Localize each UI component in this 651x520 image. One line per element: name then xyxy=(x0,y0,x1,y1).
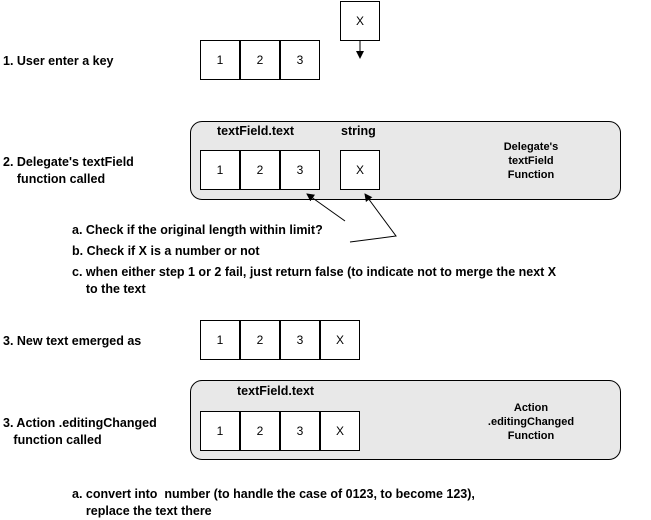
delegate-string-title: string xyxy=(341,124,376,138)
step2-cell-2: 2 xyxy=(240,150,280,190)
step4-cell-4: X xyxy=(320,411,360,451)
step4-note-a: a. convert into number (to handle the ca… xyxy=(72,487,475,518)
step1-cell-2: 2 xyxy=(240,40,280,80)
step4-cell-2: 2 xyxy=(240,411,280,451)
step2-cell-3: 3 xyxy=(280,150,320,190)
entered-key-box: X xyxy=(340,1,380,41)
delegate-function-name: Delegate's textField Function xyxy=(503,141,559,181)
step2-note-c: c. when either step 1 or 2 fail, just re… xyxy=(72,265,557,296)
step3-cell-3: 3 xyxy=(280,320,320,360)
step2-string-cell: X xyxy=(340,150,380,190)
step3-cell-4: X xyxy=(320,320,360,360)
length-check-arrow xyxy=(306,193,346,222)
step3-cell-2: 2 xyxy=(240,320,280,360)
step2-cell-1: 1 xyxy=(200,150,240,190)
step1-label: 1. User enter a key xyxy=(3,54,114,68)
step1-cell-3: 3 xyxy=(280,40,320,80)
action-function-name: Action .editingChanged Function xyxy=(487,402,575,442)
step1-cell-1: 1 xyxy=(200,40,240,80)
delegate-field-title: textField.text xyxy=(217,124,295,138)
step3-cell-1: 1 xyxy=(200,320,240,360)
step3-label: 3. New text emerged as xyxy=(3,334,142,348)
number-check-arrow xyxy=(349,193,397,243)
step4-label: 3. Action .editingChanged function calle… xyxy=(3,416,157,447)
action-field-title: textField.text xyxy=(237,384,315,398)
step4-cell-1: 1 xyxy=(200,411,240,451)
step2-label: 2. Delegate's textField function called xyxy=(3,155,134,186)
step4-cell-3: 3 xyxy=(280,411,320,451)
step2-note-a: a. Check if the original length within l… xyxy=(72,223,323,237)
step2-note-b: b. Check if X is a number or not xyxy=(72,244,260,258)
